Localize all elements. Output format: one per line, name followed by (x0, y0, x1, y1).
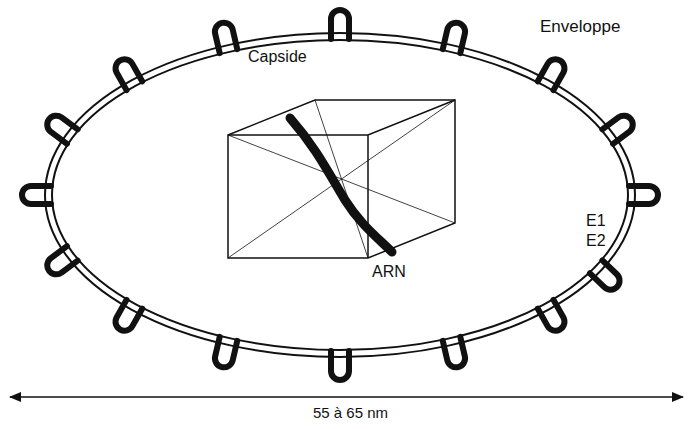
capsid-cube (228, 100, 455, 258)
protein-label: E2 (586, 232, 606, 250)
envelope-label: Enveloppe (540, 18, 620, 36)
envelope-inner (52, 40, 628, 350)
glycoprotein-spikes (22, 10, 658, 380)
envelope-outer (45, 33, 635, 357)
rna-strand (290, 118, 392, 252)
dimension-label: 55 à 65 nm (310, 404, 391, 422)
dimension-arrow (10, 396, 683, 398)
rna-label: ARN (372, 263, 406, 281)
protein-label: E1 (586, 212, 606, 230)
capsid-label: Capside (248, 48, 307, 66)
